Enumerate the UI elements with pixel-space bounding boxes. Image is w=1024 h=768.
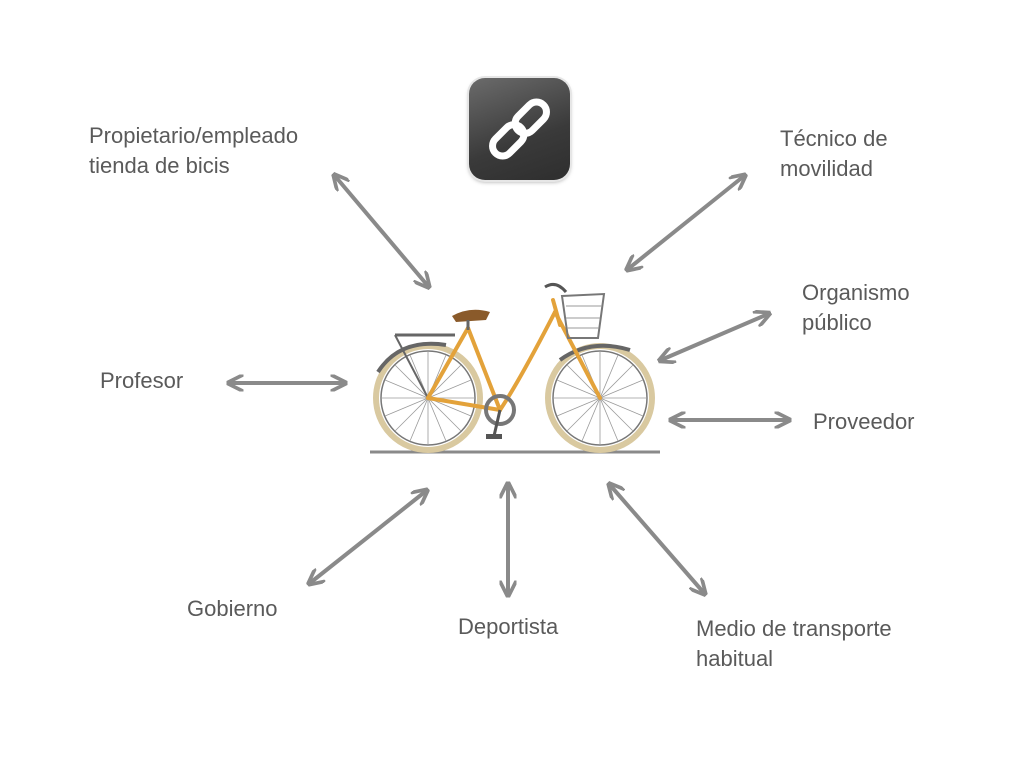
node-organismo-line1: Organismo [802,280,910,305]
node-tecnico-line1: Técnico de [780,126,888,151]
node-proveedor-line1: Proveedor [813,409,915,434]
link-icon-tile [469,78,570,180]
node-proveedor: Proveedor [813,407,915,437]
node-propietario-line1: Propietario/empleado [89,123,299,148]
node-tecnico: Técnico de movilidad [780,124,888,184]
node-tecnico-line2: movilidad [780,156,873,181]
node-profesor-line1: Profesor [100,368,184,393]
node-organismo: Organismo público [802,278,910,338]
bicycle-icon [370,282,660,454]
node-deportista-line1: Deportista [458,614,559,639]
arrow-tecnico [628,176,744,269]
node-profesor: Profesor [100,366,183,396]
arrow-organismo [661,314,768,360]
node-medio: Medio de transporte habitual [696,614,892,674]
node-deportista: Deportista [458,612,558,642]
node-propietario-line2: tienda de bicis [89,153,230,178]
link-icon [489,98,550,160]
arrow-propietario [335,176,428,286]
arrow-gobierno [310,491,426,583]
arrow-medio [610,485,704,593]
node-propietario: Propietario/empleado tienda de bicis [89,121,298,181]
node-gobierno-line1: Gobierno [187,596,278,621]
node-medio-line2: habitual [696,646,774,671]
node-medio-line1: Medio de transporte [696,616,892,641]
node-organismo-line2: público [802,310,872,335]
node-gobierno: Gobierno [187,594,278,624]
